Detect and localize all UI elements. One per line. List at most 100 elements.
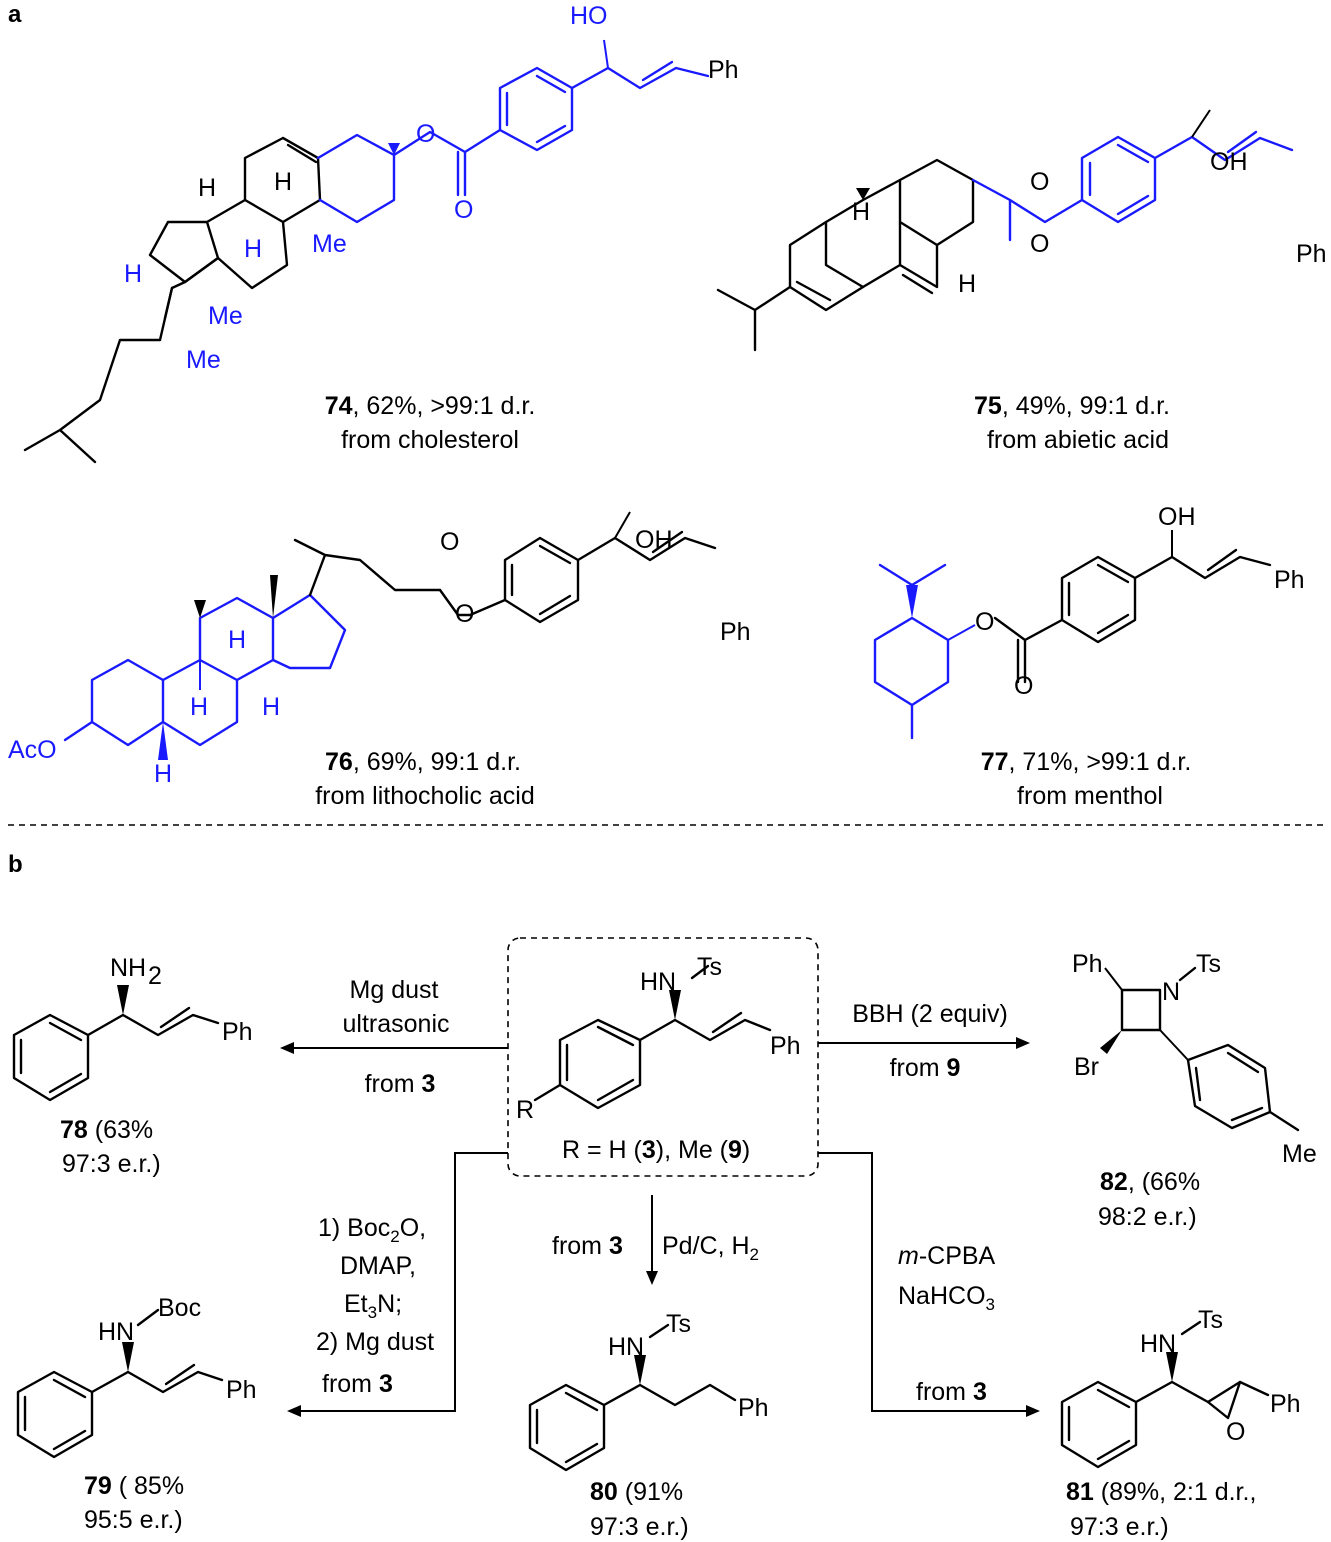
atom-Ph: Ph	[708, 56, 739, 84]
structure-82: Ph N Ts Br Me	[1072, 950, 1317, 1168]
compound-number-76: 76	[325, 748, 353, 776]
atom-O: O	[1014, 672, 1033, 700]
arrowhead-79	[287, 1405, 301, 1417]
atom-OH: OH	[635, 526, 673, 554]
arrow-to-79	[295, 1152, 508, 1412]
atom-O: O	[1030, 168, 1049, 196]
atom-H: H	[244, 235, 262, 263]
atom-Me: Me	[312, 230, 347, 258]
atom-H: H	[228, 626, 246, 654]
caption-77: 77, 71%, >99:1 d.r.	[981, 748, 1192, 776]
caption-76: 76, 69%, 99:1 d.r.	[325, 748, 521, 776]
caption-74-yield: , 62%, >99:1 d.r.	[353, 392, 536, 420]
atom-O: O	[1030, 230, 1049, 258]
caption-78: 78 (63%	[60, 1116, 153, 1144]
atom-O: O	[454, 196, 473, 224]
caption-76-yield: , 69%, 99:1 d.r.	[353, 748, 521, 776]
atom-Ph: Ph	[222, 1018, 253, 1046]
atom-H: H	[198, 174, 216, 202]
atom-Ph: Ph	[1270, 1390, 1301, 1418]
atom-Ph: Ph	[1296, 240, 1327, 268]
substrate-R-definition: R = H (3), Me (9)	[562, 1136, 750, 1164]
atom-H: H	[262, 693, 280, 721]
atom-H: H	[274, 168, 292, 196]
cond-80-reagent: Pd/C, H2	[662, 1232, 759, 1264]
caption-75-source: from abietic acid	[987, 426, 1169, 454]
cond-82-line1: BBH (2 equiv)	[852, 1000, 1008, 1028]
atom-O: O	[975, 608, 994, 636]
cond-79-line1: 1) Boc2O,	[318, 1214, 426, 1246]
panel-label-a: a	[8, 1, 22, 28]
arrowhead-82	[1016, 1037, 1030, 1049]
cond-79-line2: DMAP,	[340, 1252, 416, 1280]
caption-74-source: from cholesterol	[341, 426, 519, 454]
compound-number-77: 77	[981, 748, 1009, 776]
caption-77-source: from menthol	[1017, 782, 1163, 810]
caption-81: 81 (89%, 2:1 d.r.,	[1066, 1478, 1256, 1506]
arrow-to-81	[818, 1152, 1030, 1412]
atom-HN: HN	[98, 1318, 134, 1346]
atom-O: O	[440, 528, 459, 556]
atom-Ph: Ph	[1274, 566, 1305, 594]
cond-79-line4: 2) Mg dust	[316, 1328, 434, 1356]
structure-77: O O OH Ph	[873, 503, 1305, 740]
atom-Me: Me	[186, 346, 221, 374]
caption-80-er: 97:3 e.r.)	[590, 1513, 689, 1541]
atom-AcO: AcO	[8, 736, 57, 764]
caption-79-er: 95:5 e.r.)	[84, 1506, 183, 1534]
structure-75: O O OH Ph H H	[716, 109, 1327, 352]
structure-substrate: HN Ts Ph R	[516, 953, 801, 1124]
arrowhead-80	[646, 1271, 658, 1285]
atom-HN: HN	[1140, 1330, 1176, 1358]
cond-78-from: from 3	[365, 1070, 436, 1098]
caption-82-er: 98:2 e.r.)	[1098, 1203, 1197, 1231]
caption-75-yield: , 49%, 99:1 d.r.	[1002, 392, 1170, 420]
structure-81: HN Ts Ph O	[1060, 1306, 1301, 1469]
atom-Me: Me	[1282, 1140, 1317, 1168]
atom-Ts: Ts	[1196, 950, 1221, 978]
atom-O: O	[1226, 1418, 1245, 1446]
structure-80: HN Ts Ph	[528, 1310, 769, 1472]
arrowhead-78	[280, 1042, 294, 1054]
atom-Ts: Ts	[666, 1310, 691, 1338]
atom-HN: HN	[640, 968, 676, 996]
caption-82: 82, (66%	[1100, 1168, 1200, 1196]
panel-label-b: b	[8, 851, 23, 878]
caption-74: 74, 62%, >99:1 d.r.	[325, 392, 536, 420]
caption-77-yield: , 71%, >99:1 d.r.	[1009, 748, 1192, 776]
atom-subscript-2: 2	[148, 962, 162, 990]
caption-79: 79 ( 85%	[84, 1472, 184, 1500]
atom-Ts: Ts	[697, 953, 722, 981]
caption-81-er: 97:3 e.r.)	[1070, 1513, 1169, 1541]
atom-Br: Br	[1074, 1053, 1099, 1081]
cond-79-line3: Et3N;	[344, 1290, 402, 1322]
atom-Ph: Ph	[738, 1394, 769, 1422]
cond-81-from: from 3	[916, 1378, 987, 1406]
atom-H: H	[958, 270, 976, 298]
atom-H: H	[124, 260, 142, 288]
atom-NH: NH	[110, 954, 146, 982]
atom-Ts: Ts	[1198, 1306, 1223, 1334]
caption-80: 80 (91%	[590, 1478, 683, 1506]
atom-OH: OH	[1158, 503, 1196, 531]
cond-78-line1: Mg dust	[350, 976, 439, 1004]
atom-H: H	[852, 198, 870, 226]
atom-Ph: Ph	[720, 618, 751, 646]
compound-number-75: 75	[974, 392, 1002, 420]
atom-Ph: Ph	[1072, 950, 1103, 978]
caption-76-source: from lithocholic acid	[315, 782, 535, 810]
cond-78-line2: ultrasonic	[343, 1010, 450, 1038]
structure-74: HO Ph O O H H H Me Me H Me	[23, 2, 739, 464]
atom-O: O	[416, 120, 435, 148]
atom-OH: OH	[1210, 148, 1248, 176]
atom-Ph: Ph	[226, 1376, 257, 1404]
atom-H: H	[154, 760, 172, 788]
cond-80-from: from 3	[552, 1232, 623, 1260]
caption-75: 75, 49%, 99:1 d.r.	[974, 392, 1170, 420]
atom-Ph: Ph	[770, 1032, 801, 1060]
cond-82-from: from 9	[890, 1054, 961, 1082]
atom-HO: HO	[570, 2, 608, 30]
arrowhead-81	[1026, 1405, 1040, 1417]
cond-81-line2: NaHCO3	[898, 1282, 995, 1314]
atom-HN: HN	[608, 1333, 644, 1361]
